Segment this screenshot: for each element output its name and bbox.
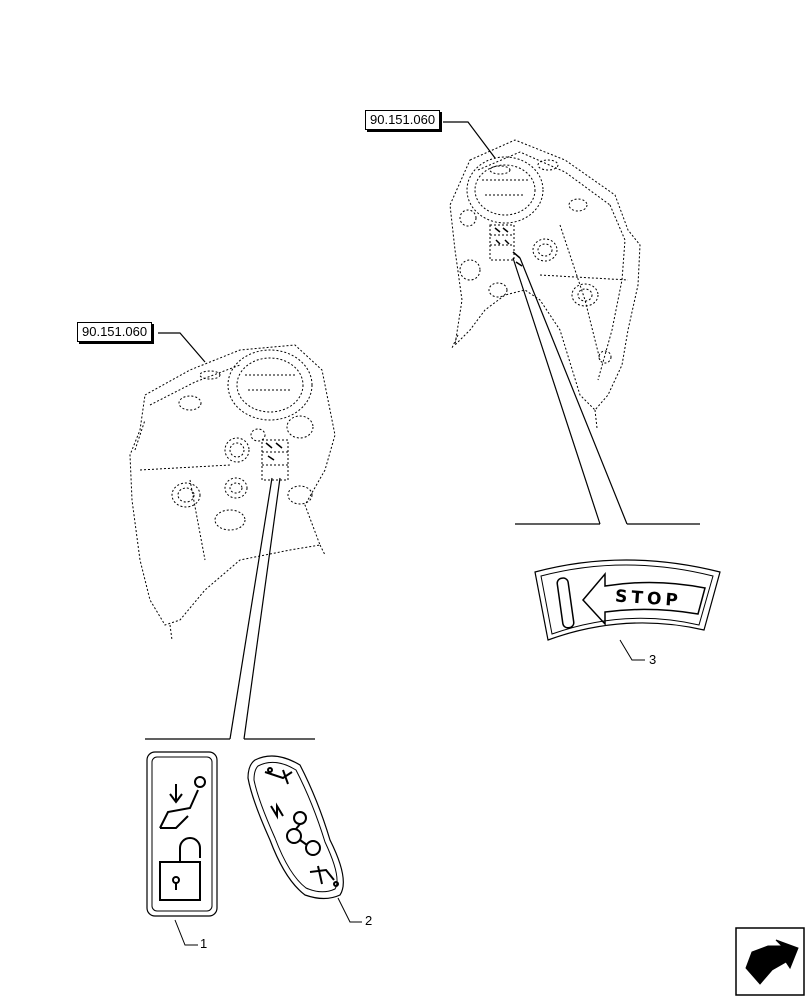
reference-box-left[interactable]: 90.151.060 [77,322,153,342]
neutral-icon [270,802,321,856]
left-leader-lines [145,332,315,740]
rabbit-icon [264,767,293,785]
seat-recline-icon [159,776,206,829]
right-console-switches [494,227,523,267]
padlock-icon [159,837,201,901]
left-console-assembly [129,344,336,641]
navigation-arrow-icon[interactable] [735,927,805,996]
stop-arrow-icon [582,571,706,626]
callout-leaders [174,639,645,946]
left-console-switches [265,442,283,461]
callout-3: 3 [649,652,657,667]
callout-1: 1 [200,936,208,951]
turtle-icon [309,865,339,887]
callout-2: 2 [365,913,373,928]
stop-label: STOP [614,587,682,612]
reference-box-right[interactable]: 90.151.060 [365,110,441,130]
decal-speed-selector [247,755,344,900]
decal-seat-lock [146,751,218,917]
decal-stop: STOP [534,559,721,641]
right-leader-lines [443,121,700,525]
right-console-assembly [449,139,641,429]
